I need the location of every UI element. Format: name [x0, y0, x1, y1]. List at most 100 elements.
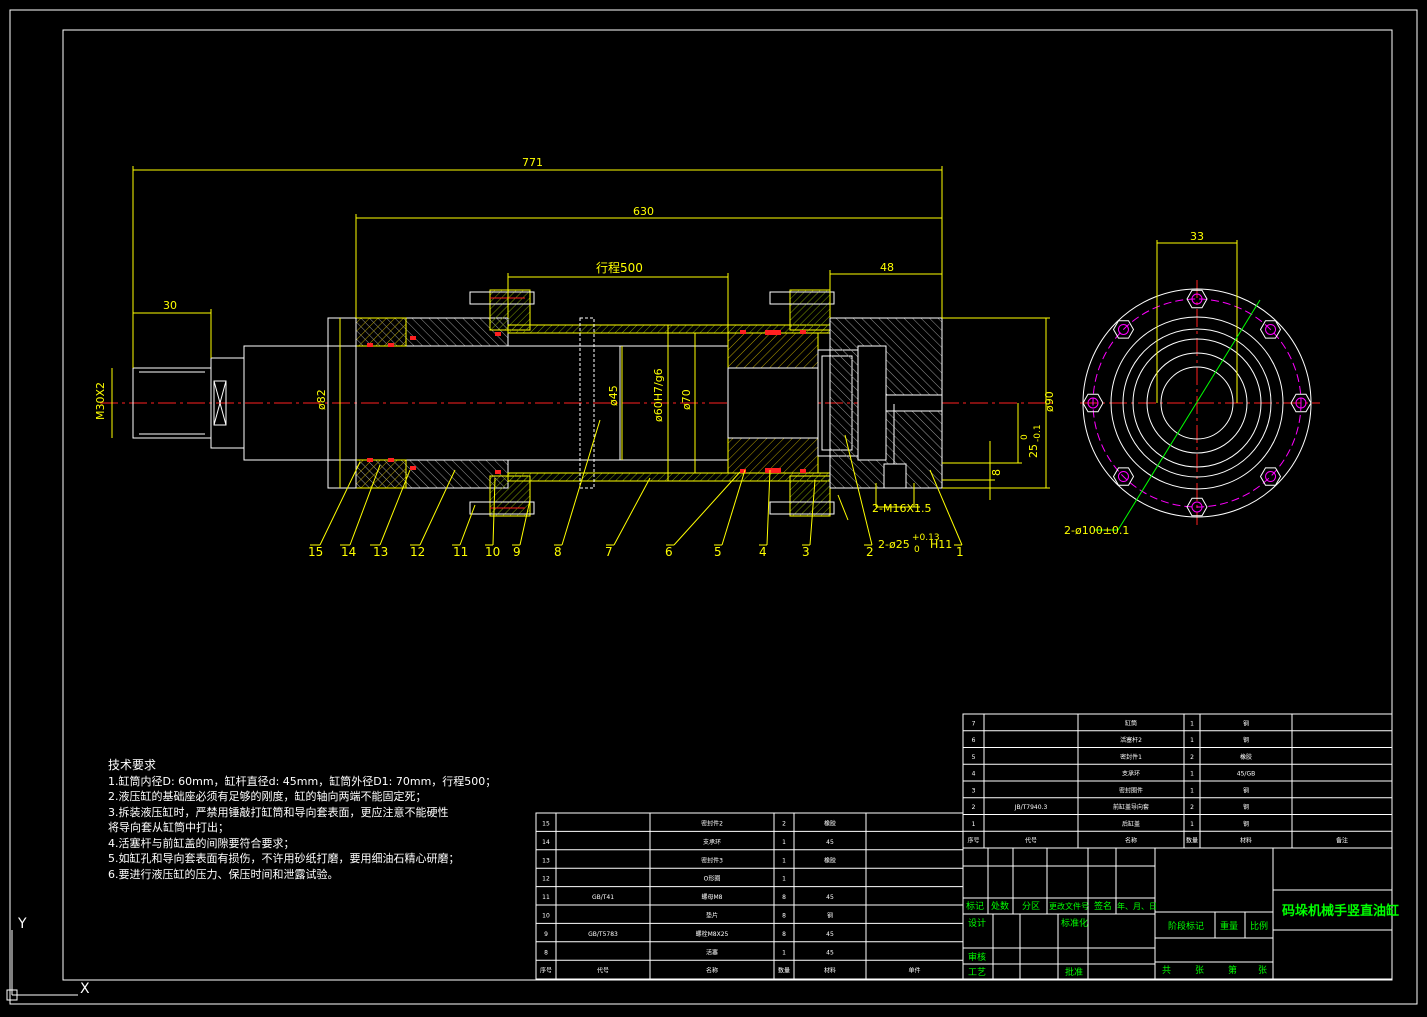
tb-scale: 比例: [1250, 920, 1268, 932]
bom-lower-cell: 活塞: [706, 948, 718, 956]
bom-upper-cell: 1: [1190, 737, 1194, 744]
dim-head-length: 48: [880, 261, 894, 274]
dim-port-hole-fit: H11: [930, 538, 952, 551]
tech-item: 6.要进行液压缸的压力、保压时间和泄露试验。: [108, 867, 339, 881]
dim-port-offset: 8: [990, 469, 1003, 476]
balloon-7: 7: [605, 545, 613, 559]
bolt-hole: [1295, 397, 1307, 409]
bom-lower-cell: 单件: [908, 967, 920, 975]
bolt-hole: [1265, 323, 1277, 335]
balloon-1: 1: [956, 545, 964, 559]
bom-upper-cell: 密封件1: [1120, 753, 1142, 761]
bom-lower-cell: 45: [826, 839, 834, 846]
tb-review: 审核: [968, 951, 986, 963]
dim-side-width: 33: [1190, 230, 1204, 243]
tb-standard: 标准化: [1061, 917, 1088, 929]
dim-thread: M30X2: [94, 382, 107, 420]
bom-lower-cell: 9: [544, 931, 548, 938]
drawing-title: 码垛机械手竖直油缸: [1282, 903, 1399, 919]
bom-lower-cell: 13: [542, 857, 550, 864]
balloon-15: 15: [308, 545, 323, 559]
bom-lower-cell: 密封件2: [701, 820, 723, 828]
bom-upper-cell: 2: [1190, 804, 1194, 811]
bom-lower-cell: 名称: [706, 967, 718, 975]
inner-frame: [62, 29, 1393, 981]
bom-lower-cell: 8: [782, 931, 786, 938]
bom-lower-cell: 垫片: [706, 912, 718, 920]
tech-item: 2.液压缸的基础座必须有足够的刚度，缸的轴向两端不能固定死；: [108, 790, 427, 803]
bom-lower-cell: 45: [826, 894, 834, 901]
section-view: 771 630 行程500 48 30 M30X2 ø82 ø45 ø60H7/…: [94, 156, 1056, 559]
tb-sign: 签名: [1094, 900, 1112, 912]
dim-port-hole-tol-lower: 0: [914, 545, 920, 555]
bom-upper-cell: 钢: [1243, 820, 1249, 828]
bom-upper-cell: 钢: [1243, 803, 1249, 811]
balloon-14: 14: [341, 545, 356, 559]
bom-lower-cell: 钢: [827, 912, 833, 920]
tech-item: 5.如缸孔和导向套表面有损伤，不许用砂纸打磨，要用细油石精心研磨；: [108, 852, 460, 865]
bom-lower-cell: 45: [826, 949, 834, 956]
bom-upper-cell: 材料: [1240, 837, 1252, 845]
bom-upper-cell: 钢: [1243, 719, 1249, 727]
bom-lower-cell: 橡胶: [824, 856, 836, 864]
balloon-11: 11: [453, 545, 468, 559]
bom-lower-cell: 8: [782, 913, 786, 920]
bolt-nut-icon: [1112, 320, 1135, 339]
tb-page-unit: 张: [1258, 965, 1267, 976]
bom-upper-cell: 1: [1190, 771, 1194, 778]
bom-upper-cell: 4: [972, 771, 976, 778]
bolt-nut-icon: [1259, 467, 1282, 486]
bom-upper-cell: 名称: [1125, 837, 1137, 845]
bom-lower-cell: 45: [826, 931, 834, 938]
bom-upper-cell: 活塞杆2: [1120, 736, 1142, 744]
bom-lower-cell: 代号: [597, 967, 609, 975]
bom-upper-cell: 前缸盖导向套: [1113, 803, 1149, 811]
bom-upper-cell: 钢: [1243, 786, 1249, 794]
tb-page: 第: [1228, 964, 1237, 976]
bom-lower-cell: 密封件3: [701, 856, 723, 864]
bom-lower-cell: 14: [542, 839, 550, 846]
bom-upper-cell: 5: [972, 754, 976, 761]
bom-upper-cell: 数量: [1186, 837, 1198, 845]
end-view: 33 2-ø100±0.1: [1064, 230, 1320, 537]
bom-upper-cell: 1: [1190, 720, 1194, 727]
balloon-13: 13: [373, 545, 388, 559]
bom-upper-cell: 备注: [1336, 837, 1348, 845]
bom-upper-cell: 1: [1190, 787, 1194, 794]
tb-weight: 重量: [1220, 920, 1238, 932]
balloon-2: 2: [866, 545, 874, 559]
dim-stroke: 行程500: [596, 260, 643, 275]
balloon-8: 8: [554, 545, 562, 559]
bolt-hole: [1117, 323, 1129, 335]
bom-upper-table: [962, 713, 1393, 849]
bom-upper-cell: 2: [1190, 754, 1194, 761]
dim-bolt-circle: 2-ø100±0.1: [1064, 524, 1129, 537]
dim-port-hole-tol-upper: +0.13: [912, 533, 940, 543]
bolt-nut-icon: [1186, 497, 1208, 517]
bom-upper-cell: 1: [1190, 821, 1194, 828]
bom-lower-cell: 11: [542, 894, 550, 901]
dim-d70: ø70: [680, 389, 693, 410]
bom-upper-cell: 橡胶: [1240, 753, 1252, 761]
bom-lower-cell: 1: [782, 857, 786, 864]
balloon-9: 9: [513, 545, 521, 559]
balloon-12: 12: [410, 545, 425, 559]
bom-upper-cell: 缸筒: [1125, 719, 1137, 727]
dim-port-thread: 2-M16X1.5: [872, 502, 932, 515]
tech-item: 1.缸筒内径D: 60mm，缸杆直径d: 45mm，缸筒外径D1: 70mm，行…: [108, 774, 497, 788]
bom-upper-cell: 6: [972, 737, 976, 744]
tb-zone: 分区: [1022, 901, 1040, 912]
bom-lower-table: [535, 812, 964, 980]
bom-lower-cell: 2: [782, 821, 786, 828]
technical-requirements: 技术要求 1.缸筒内径D: 60mm，缸杆直径d: 45mm，缸筒外径D1: 7…: [108, 758, 496, 882]
dim-d60: ø60H7/g6: [652, 368, 665, 422]
outer-frame: [9, 9, 1418, 1005]
bom-upper-cell: 密封圈件: [1119, 786, 1143, 794]
bom-upper-cell: 支承环: [1122, 770, 1140, 778]
bom-upper-cell: 钢: [1243, 736, 1249, 744]
bom-lower-cell: 材料: [824, 967, 836, 975]
dim-port: 25: [1027, 444, 1040, 458]
bom-upper-cell: 1: [972, 821, 976, 828]
bom-lower-cell: 8: [544, 949, 548, 956]
